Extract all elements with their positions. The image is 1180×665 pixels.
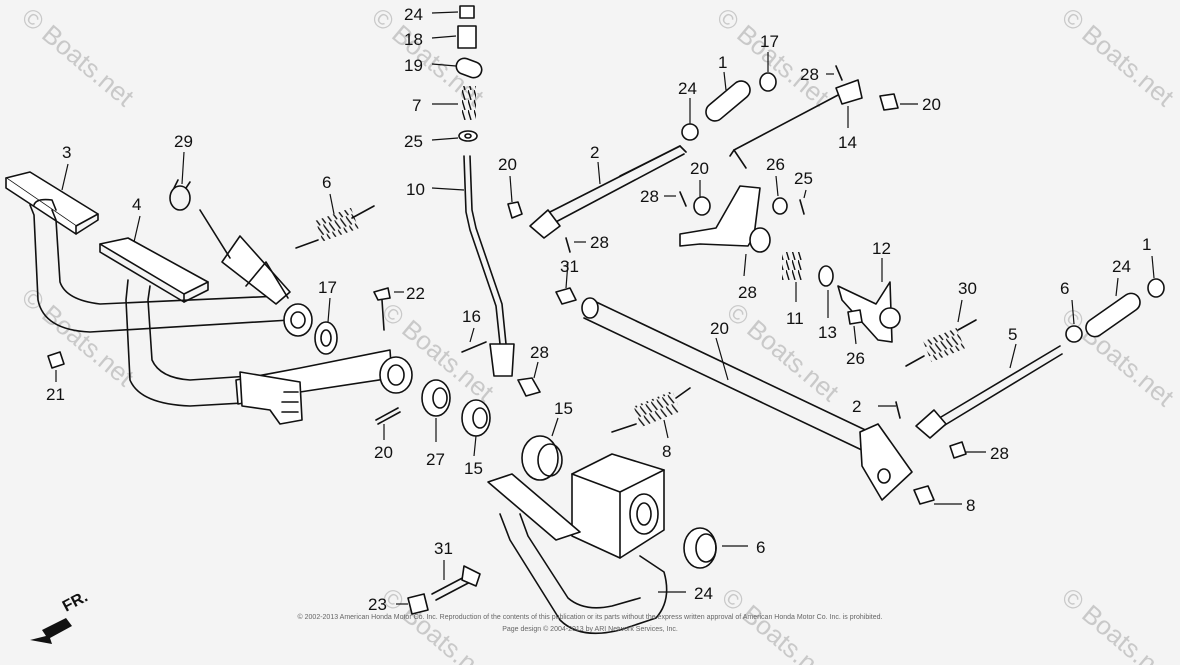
watermark-text: © Boats.net	[1056, 582, 1180, 665]
line-art	[5, 5, 1165, 635]
brake-pedal-left	[5, 171, 291, 333]
callout: 17	[760, 32, 779, 51]
callout: 30	[958, 279, 977, 298]
callout: 25	[794, 169, 813, 188]
callout: 20	[690, 159, 709, 178]
callout: 6	[1060, 279, 1069, 298]
callout: 21	[46, 385, 65, 404]
callout: 26	[846, 349, 865, 368]
rod-2-lower	[915, 345, 1063, 439]
spring-6a	[295, 205, 375, 249]
callout: 20	[498, 155, 517, 174]
copyright-notice: © 2002-2013 American Honda Motor Co. Inc…	[297, 614, 883, 621]
callout: 6	[322, 173, 331, 192]
callout: 17	[318, 278, 337, 297]
callout: 18	[404, 30, 423, 49]
callout: 6	[756, 538, 765, 557]
callout: 13	[818, 323, 837, 342]
watermark-text: © Boats.net	[1056, 2, 1180, 113]
callout: 23	[368, 595, 387, 614]
watermark-text: © Boats.net	[16, 2, 140, 113]
callout: 31	[434, 539, 453, 558]
spring-6c	[611, 387, 691, 433]
callout: 5	[1008, 325, 1017, 344]
callout: 1	[718, 53, 727, 72]
cross-shaft-5	[581, 297, 913, 501]
callout: 15	[554, 399, 573, 418]
control-rod-10	[463, 155, 515, 377]
callout: 22	[406, 284, 425, 303]
spring-6b	[905, 319, 977, 367]
clip-29	[169, 179, 191, 211]
callout: 25	[404, 132, 423, 151]
callout: 28	[738, 283, 757, 302]
rod-top-stack	[455, 5, 483, 142]
callout: 24	[694, 584, 713, 603]
pedal-pivot-bracket	[199, 209, 313, 337]
lever-bracket-11	[679, 185, 788, 253]
rod-2-upper	[529, 145, 687, 239]
callout: 24	[1112, 257, 1131, 276]
callout: 2	[590, 143, 599, 162]
callout: 3	[62, 143, 71, 162]
callout-numbers: 24 18 19 7 25 10 3 29 6 4 20 2 24 1 17 2…	[46, 5, 1151, 614]
callout: 8	[966, 496, 975, 515]
callout: 26	[766, 155, 785, 174]
watermark-text: © Boats.net	[716, 582, 840, 665]
callout: 28	[590, 233, 609, 252]
callout: 20	[374, 443, 393, 462]
page-design-credit: Page design © 2004-2013 by ARI Network S…	[502, 626, 678, 633]
callout: 14	[838, 133, 857, 152]
front-arrow-icon	[30, 618, 72, 644]
callout: 28	[530, 343, 549, 362]
callout: 2	[852, 397, 861, 416]
callout: 31	[560, 257, 579, 276]
callout: 11	[786, 309, 804, 328]
front-label: FR.	[60, 588, 91, 615]
front-direction-indicator: FR.	[30, 588, 91, 644]
callout: 29	[174, 132, 193, 151]
callout: 20	[710, 319, 729, 338]
pedal-9	[487, 453, 668, 635]
callout: 19	[404, 56, 423, 75]
brake-pedal-right	[99, 237, 413, 425]
callout: 4	[132, 195, 141, 214]
watermark-layer: © Boats.net © Boats.net © Boats.net © Bo…	[16, 2, 1180, 665]
callout: 16	[462, 307, 481, 326]
callout: 28	[800, 65, 819, 84]
callout: 12	[872, 239, 891, 258]
callout: 24	[404, 5, 423, 24]
leader-lines	[55, 11, 1155, 605]
callout: 24	[678, 79, 697, 98]
callout: 7	[412, 96, 421, 115]
callout: 27	[426, 450, 445, 469]
link-rod-14	[729, 79, 863, 169]
callout: 8	[662, 442, 671, 461]
callout: 1	[1142, 235, 1151, 254]
callout: 28	[990, 444, 1009, 463]
callout: 15	[464, 459, 483, 478]
watermark-text: © Boats.net	[376, 582, 500, 665]
callout: 10	[406, 180, 425, 199]
callout: 28	[640, 187, 659, 206]
callout: 20	[922, 95, 941, 114]
